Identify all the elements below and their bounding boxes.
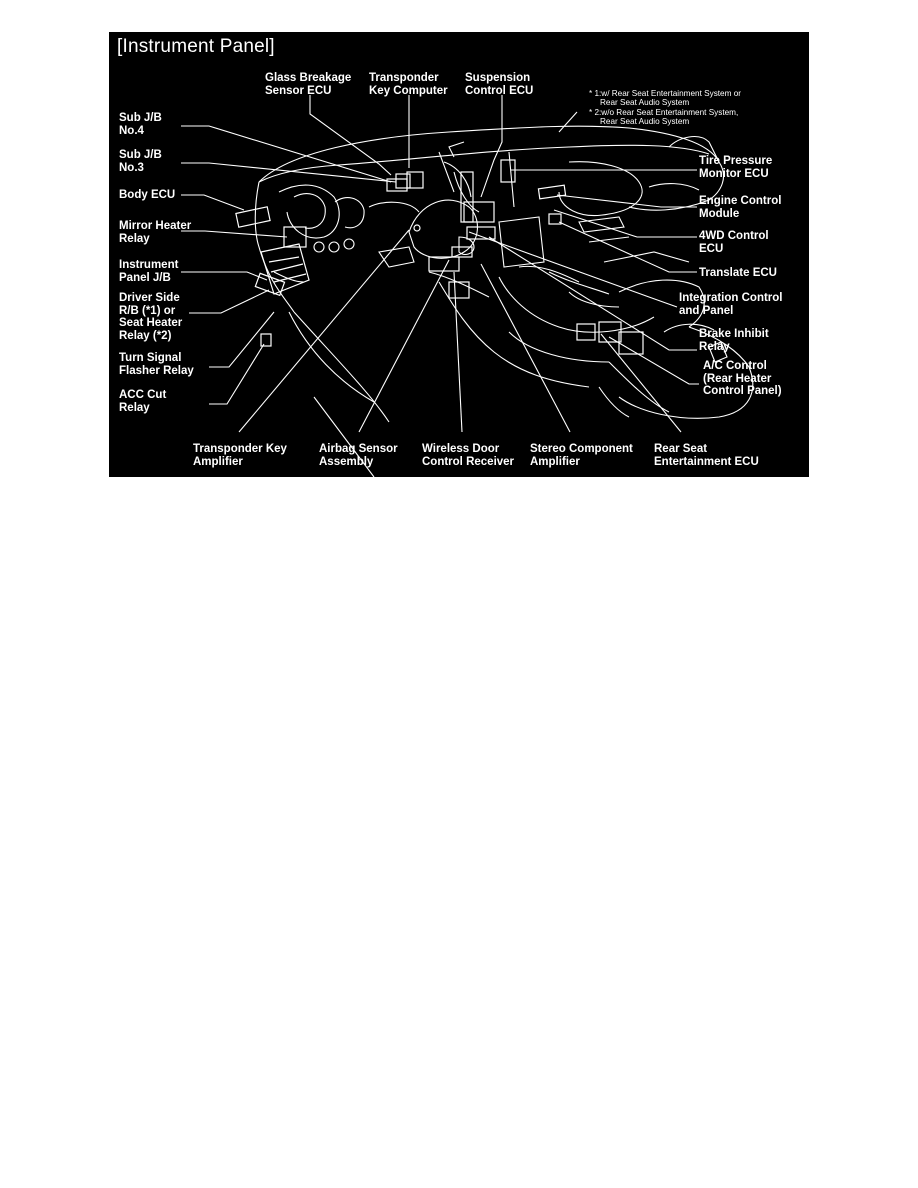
leader-lines xyxy=(181,95,699,433)
label-body-ecu: Body ECU xyxy=(119,189,176,201)
dashboard-illustration xyxy=(181,95,754,477)
footnote-line: Rear Seat Audio System xyxy=(600,117,690,127)
footnote-line: * 2:w/o Rear Seat Entertainment System, xyxy=(589,107,739,117)
footnote-line: * 1:w/ Rear Seat Entertainment System or xyxy=(589,89,741,98)
label-translate-ecu: Translate ECU xyxy=(699,267,777,279)
instrument-panel-diagram: [Instrument Panel] * 1:w/ Rear Seat Ente… xyxy=(109,32,809,477)
footnote-block: * 1:w/ Rear Seat Entertainment System or… xyxy=(589,89,741,127)
footnote-line: Rear Seat Audio System xyxy=(600,98,690,108)
component-blocks xyxy=(235,159,644,355)
dashboard-outline xyxy=(254,125,754,477)
diagram-title: [Instrument Panel] xyxy=(117,36,275,57)
